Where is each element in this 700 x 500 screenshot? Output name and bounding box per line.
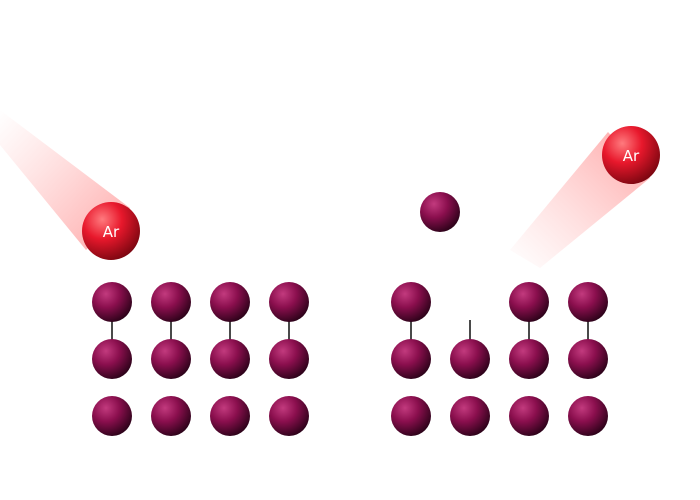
argon-ion-label: Ar <box>103 223 120 241</box>
target-lattice-right <box>391 282 608 436</box>
lattice-atom <box>151 396 191 436</box>
lattice-atom <box>92 339 132 379</box>
lattice-atom <box>269 339 309 379</box>
argon-ion-right: Ar <box>602 126 660 184</box>
lattice-atom <box>509 339 549 379</box>
lattice-atom <box>450 339 490 379</box>
argon-ion-sphere <box>602 126 660 184</box>
lattice-atom <box>269 396 309 436</box>
lattice-atom <box>568 396 608 436</box>
lattice-atom <box>568 282 608 322</box>
lattice-atom <box>509 282 549 322</box>
target-lattice-left <box>92 282 309 436</box>
lattice-atom <box>210 282 250 322</box>
argon-ion-left: Ar <box>82 202 140 260</box>
lattice-atom <box>210 339 250 379</box>
lattice-atom <box>92 396 132 436</box>
lattice-atom <box>151 339 191 379</box>
panel-before-impact: Ar <box>0 110 309 436</box>
lattice-atom <box>391 282 431 322</box>
lattice-atom <box>391 339 431 379</box>
lattice-atom <box>391 396 431 436</box>
lattice-atom <box>269 282 309 322</box>
lattice-atom <box>151 282 191 322</box>
argon-ion-sphere <box>82 202 140 260</box>
lattice-atom <box>450 396 490 436</box>
lattice-atom <box>568 339 608 379</box>
lattice-atom <box>92 282 132 322</box>
lattice-atom <box>509 396 549 436</box>
sputtered-atom <box>420 192 460 232</box>
argon-ion-label: Ar <box>623 147 640 165</box>
panel-after-impact: Ar <box>391 126 660 436</box>
lattice-atom <box>210 396 250 436</box>
